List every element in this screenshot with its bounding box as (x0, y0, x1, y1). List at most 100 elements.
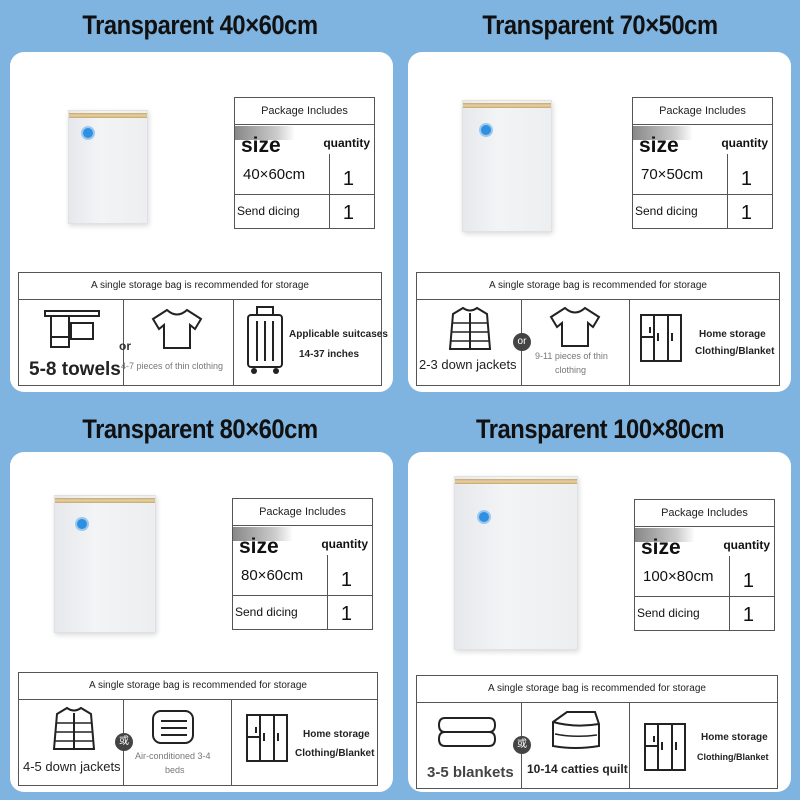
panel-title: Transparent 100×80cm (475, 414, 725, 444)
or-label: 或 (115, 733, 133, 751)
package-table: Package Includes size quantity 70×50cm 1… (632, 97, 773, 229)
size-label: size (639, 134, 679, 157)
size-label: size (239, 535, 279, 558)
jacket-icon (448, 306, 492, 350)
quantity-value: 1 (340, 569, 352, 591)
vacuum-bag-image (454, 476, 578, 650)
item-text: Air-conditioned 3-4 (135, 751, 211, 761)
divider (635, 596, 774, 597)
shade-mark (235, 126, 295, 140)
item-text: 5-8 towels (29, 359, 121, 380)
valve-icon (75, 517, 89, 531)
item-text-2: 14-37 inches (299, 349, 360, 360)
panel-title: Transparent 40×60cm (82, 10, 318, 40)
item-text: Applicable suitcases (289, 329, 388, 340)
shade-mark (635, 528, 695, 542)
quantity-value: 1 (742, 570, 754, 592)
extra-label: Send dicing (235, 605, 298, 619)
item-text: 4-7 pieces of thin clothing (121, 361, 224, 371)
divider (727, 154, 728, 228)
valve-icon (477, 510, 491, 524)
item-text-2: Clothing/Blanket (697, 752, 769, 762)
size-value: 40×60cm (243, 166, 306, 183)
quilt-icon (552, 711, 600, 749)
valve-icon (81, 126, 95, 140)
item-text: 9-11 pieces of thin (535, 351, 608, 361)
or-label: or (119, 339, 131, 353)
extra-label: Send dicing (637, 606, 700, 620)
blanket-icon (152, 710, 194, 744)
extra-quantity: 1 (342, 202, 354, 224)
shade-mark (633, 126, 693, 140)
extra-quantity: 1 (740, 202, 752, 224)
item-text-2: beds (165, 765, 185, 775)
panel-card: Package Includes size quantity 40×60cm 1… (10, 52, 393, 392)
divider (233, 300, 234, 385)
panel-70x50: Transparent 70×50cm Package Includes siz… (400, 0, 800, 400)
quantity-label: quantity (723, 538, 770, 552)
quantity-label: quantity (721, 136, 768, 150)
package-header: Package Includes (635, 500, 774, 527)
or-label: 或 (513, 736, 531, 754)
zipper-strip (463, 103, 551, 108)
item-text-2: Clothing/Blanket (295, 748, 375, 759)
extra-label: Send dicing (635, 204, 698, 218)
divider (729, 556, 730, 630)
extra-quantity: 1 (340, 603, 352, 625)
divider (235, 194, 374, 195)
divider (629, 300, 630, 385)
towel-icon (44, 310, 100, 348)
recommendation-header: A single storage bag is recommended for … (19, 273, 381, 300)
panel-card: Package Includes size quantity 70×50cm 1… (408, 52, 791, 392)
item-text: Home storage (303, 729, 370, 740)
item-text-2: Clothing/Blanket (695, 346, 775, 357)
panel-title: Transparent 80×60cm (82, 414, 318, 444)
extra-quantity: 1 (742, 604, 754, 626)
item-text: 3-5 blankets (427, 764, 514, 781)
extra-label: Send dicing (237, 204, 300, 218)
vacuum-bag-image (54, 495, 156, 633)
jacket-icon (52, 706, 96, 750)
or-label: or (513, 333, 531, 351)
package-header: Package Includes (235, 98, 374, 125)
item-text-2: clothing (555, 365, 587, 375)
panel-card: Package Includes size quantity 80×60cm 1… (10, 452, 393, 792)
panel-40x60: Transparent 40×60cm Package Includes siz… (0, 0, 400, 400)
tshirt-icon (151, 308, 203, 349)
recommendation-box: A single storage bag is recommended for … (18, 272, 388, 386)
wardrobe-icon (246, 714, 288, 762)
divider (633, 194, 772, 195)
package-table: Package Includes size quantity 40×60cm 1… (234, 97, 375, 229)
panel-100x80: Transparent 100×80cm Package Includes si… (400, 400, 800, 800)
divider (233, 595, 372, 596)
quantity-value: 1 (342, 168, 354, 190)
size-label: size (641, 536, 681, 559)
item-text: 10-14 catties quilt (527, 762, 628, 776)
tshirt-icon (549, 306, 601, 347)
recommendation-header: A single storage bag is recommended for … (19, 673, 377, 700)
vacuum-bag-image (462, 100, 552, 232)
size-value: 100×80cm (643, 568, 714, 585)
divider (123, 300, 124, 385)
item-text: 4-5 down jackets (23, 759, 121, 774)
size-value: 80×60cm (241, 567, 304, 584)
wardrobe-icon (644, 723, 686, 771)
package-table: Package Includes size quantity 80×60cm 1… (232, 498, 373, 630)
zipper-strip (455, 479, 577, 484)
quantity-value: 1 (740, 168, 752, 190)
zipper-strip (69, 113, 147, 118)
wardrobe-icon (640, 314, 682, 362)
package-table: Package Includes size quantity 100×80cm … (634, 499, 775, 631)
suitcase-icon (247, 306, 283, 374)
divider (629, 703, 630, 788)
recommendation-header: A single storage bag is recommended for … (417, 676, 777, 703)
divider (329, 154, 330, 228)
blanket-icon (437, 717, 497, 747)
recommendation-header: A single storage bag is recommended for … (417, 273, 779, 300)
quantity-label: quantity (321, 537, 368, 551)
recommendation-box: A single storage bag is recommended for … (416, 675, 778, 789)
package-header: Package Includes (633, 98, 772, 125)
zipper-strip (55, 498, 155, 503)
panel-title: Transparent 70×50cm (482, 10, 718, 40)
item-text: Home storage (699, 329, 766, 340)
